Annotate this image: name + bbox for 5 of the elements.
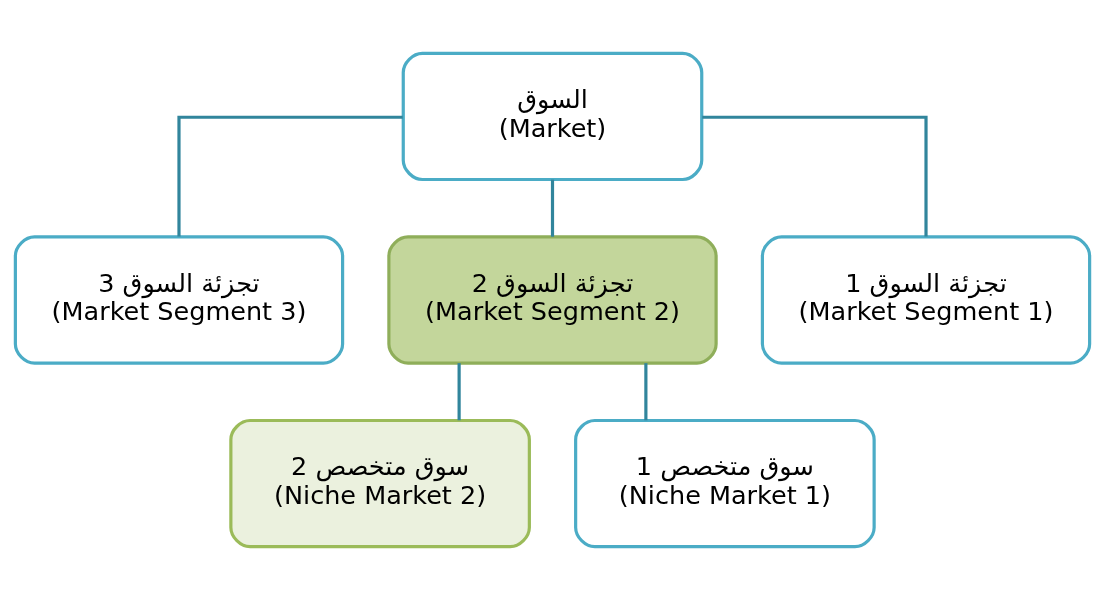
connector (644, 362, 648, 420)
connector (457, 362, 461, 420)
connector (177, 115, 403, 237)
connector (550, 179, 555, 237)
connector (702, 115, 928, 237)
